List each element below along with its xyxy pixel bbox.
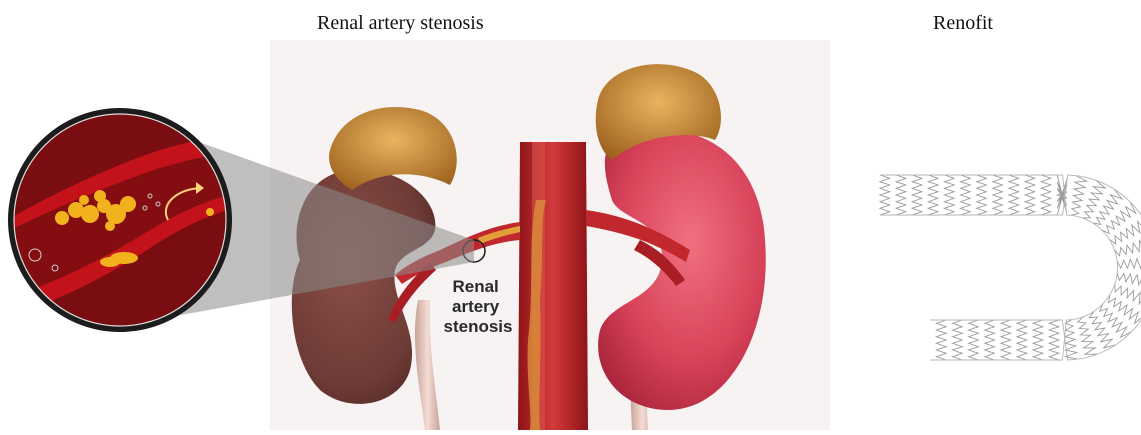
renal-anatomy-illustration: Renal artery stenosis [0,40,830,430]
stent-ring [1078,317,1098,355]
figure-caption-right: Renofit [933,12,993,35]
stent-ring [985,320,995,360]
stent-edge-inner [880,175,1141,360]
stent-ring [1117,273,1141,288]
stent-ring [953,320,963,360]
stent-ring [1049,320,1059,360]
stent-ring [912,175,922,215]
stent-ring [1001,320,1011,360]
aorta [518,142,588,430]
stent-ring [1017,320,1027,360]
stent-ring [1117,256,1141,268]
stent-ring [1071,176,1087,216]
stent-ring [993,175,1003,215]
stenosis-label-line-1: Renal [452,277,498,296]
figure-caption-left: Renal artery stenosis [317,12,484,35]
stent-ring [1114,236,1141,256]
stent-ring [880,175,890,215]
stent-mesh [880,175,1141,360]
stent-ring [928,175,938,215]
stent-ring [1041,175,1051,215]
stenosis-label-line-3: stenosis [444,317,513,336]
renofit-stent-illustration [870,150,1141,385]
stent-ring [1025,175,1035,215]
stent-ring [936,320,946,360]
stent-ring [1102,202,1136,234]
stent-ring [1009,175,1019,215]
stent-ring [944,175,954,215]
stent-ring [961,175,971,215]
stent-ring [1065,320,1077,360]
stenosis-label-line-2: artery [452,297,500,316]
stent-ring [896,175,906,215]
stent-ring [1100,304,1132,337]
stenosis-label: Renal artery stenosis [444,277,513,336]
stent-ring [1033,320,1043,360]
stent-ring [969,320,979,360]
stent-ring [977,175,987,215]
stent-ring [1089,311,1116,348]
